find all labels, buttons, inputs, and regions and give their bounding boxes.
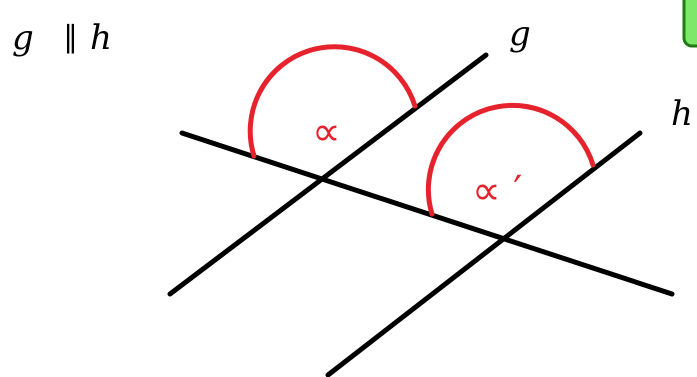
line-h [325, 130, 643, 377]
statement-parallel-symbol: ∥ [63, 20, 78, 55]
angle-alpha-label: ∝ [312, 109, 341, 155]
transversal-line [179, 130, 675, 297]
statement-h: h [90, 18, 112, 58]
angle-alpha-prime-label: ∝ ′ [472, 168, 522, 214]
statement-g: g [12, 18, 34, 58]
line-h-label: h [671, 94, 693, 134]
green-badge [682, 0, 697, 48]
line-g [167, 52, 489, 297]
line-g-label: g [509, 14, 531, 54]
green-badge-shape [682, 0, 697, 48]
parallel-statement: g ∥ h [12, 18, 112, 58]
angle-alpha-arc [247, 44, 418, 159]
angle-alpha-prime-arc [425, 102, 596, 217]
